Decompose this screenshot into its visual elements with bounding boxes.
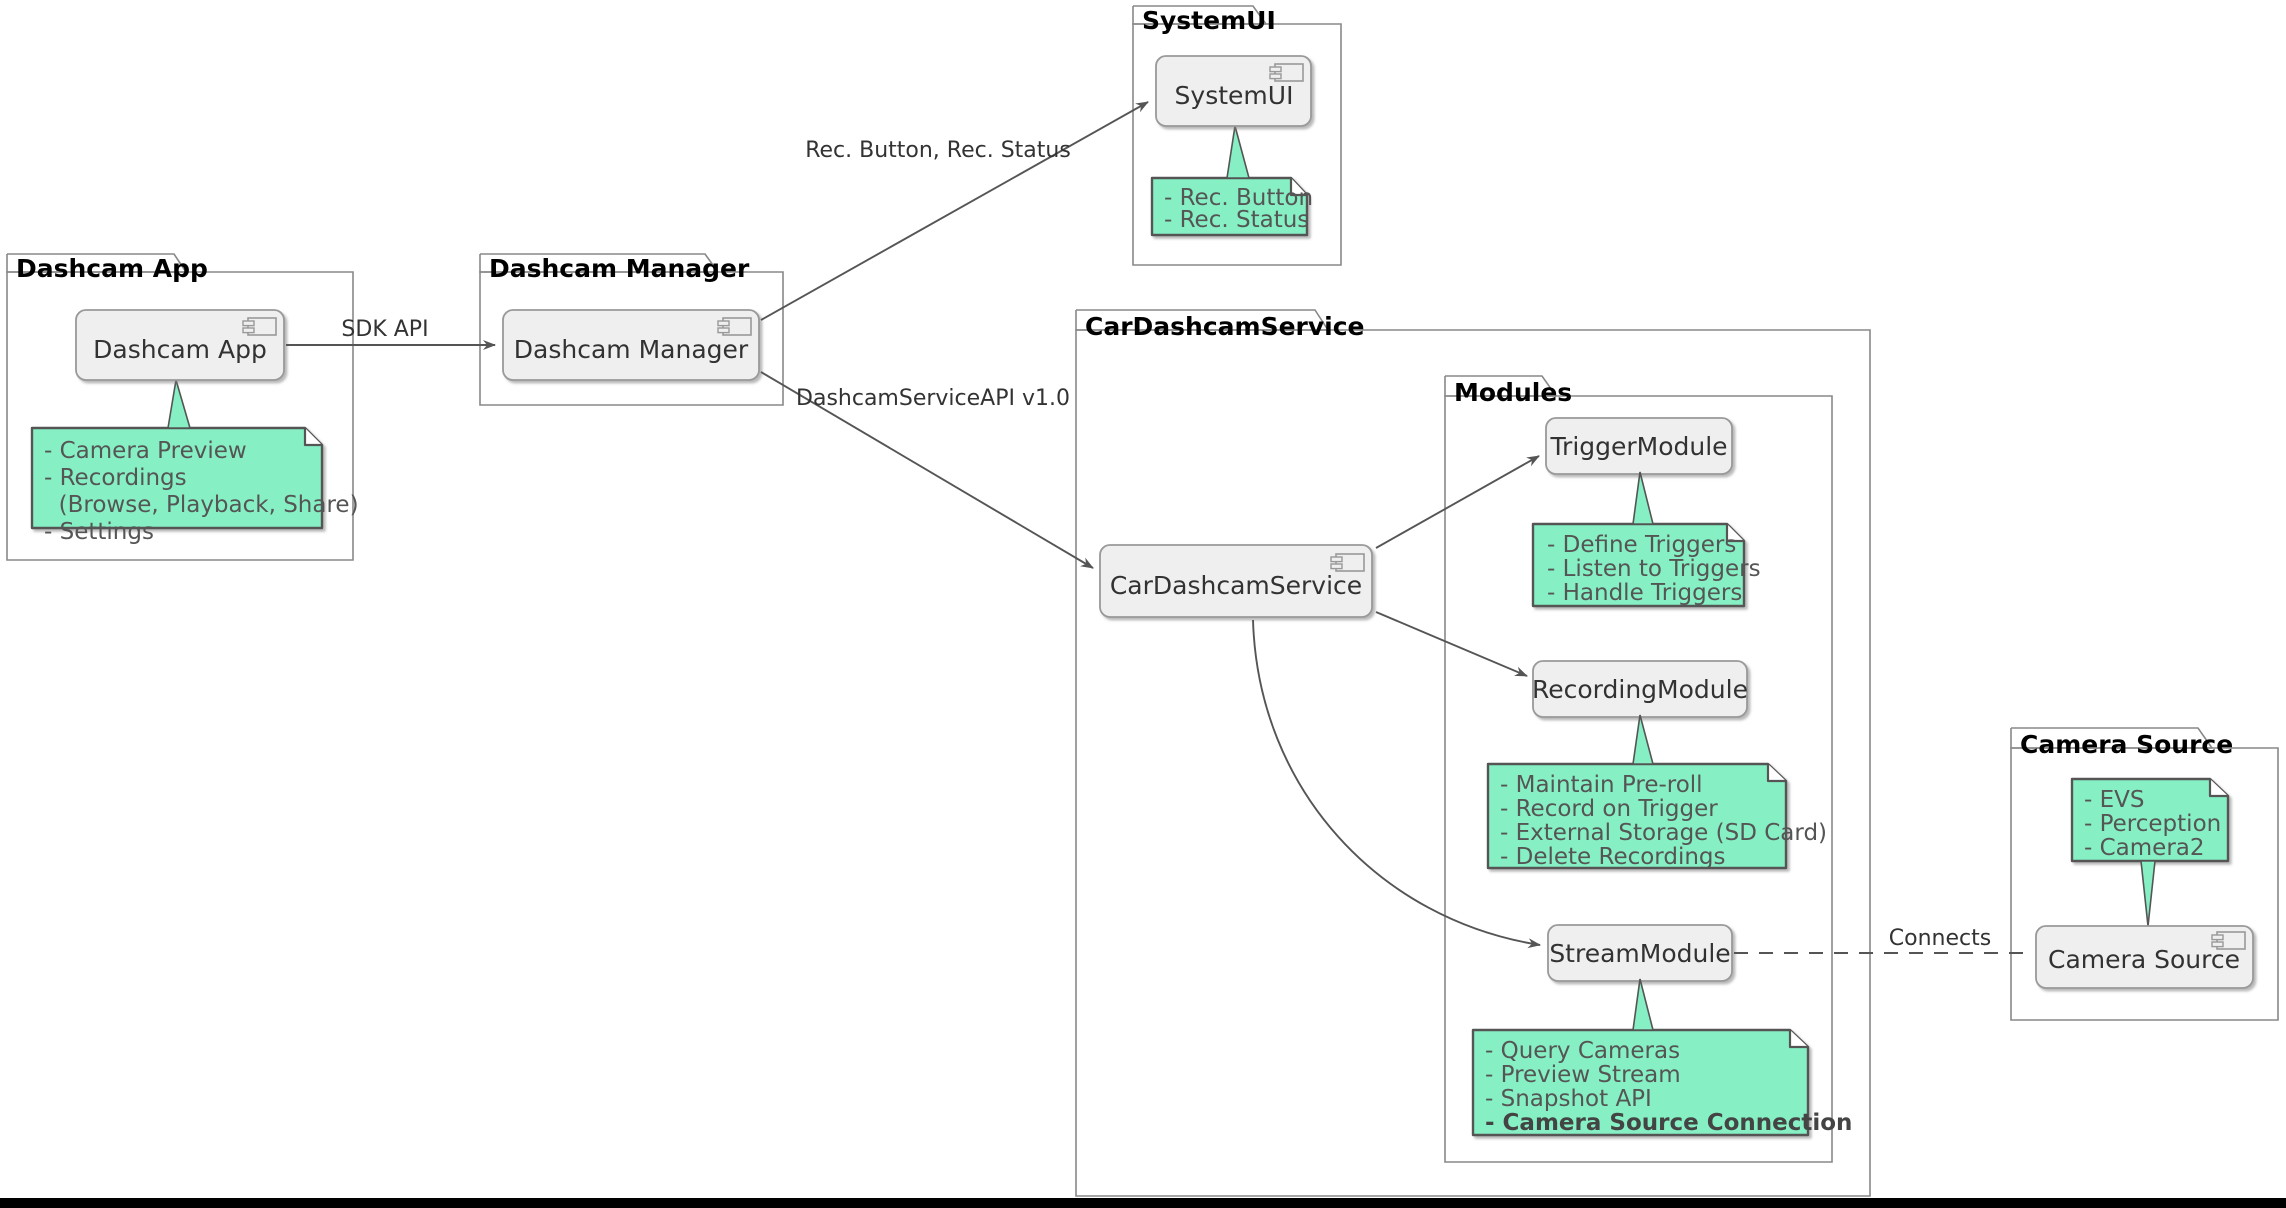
component-icon	[717, 317, 752, 336]
component-label-streammodule: StreamModule	[1549, 939, 1730, 968]
edge-label-connects: Connects	[1889, 926, 1991, 951]
note-line: - External Storage (SD Card)	[1500, 820, 1827, 846]
note-anchor-triggermodule	[1632, 471, 1655, 525]
package-title-camera-source: Camera Source	[2020, 730, 2233, 759]
note-text-systemui: - Rec. Button - Rec. Status	[1164, 185, 1313, 233]
package-title-dashcam-manager: Dashcam Manager	[489, 254, 750, 283]
component-label-triggermodule: TriggerModule	[1549, 432, 1727, 461]
component-icon	[2211, 931, 2246, 950]
edge-label-rec-button-status: Rec. Button, Rec. Status	[805, 138, 1071, 163]
package-cardashcamservice: CarDashcamService	[1075, 309, 1871, 1197]
note-line: - Camera Preview	[44, 438, 247, 464]
component-label-camera-source: Camera Source	[2048, 945, 2240, 974]
note-text-recordingmodule: - Maintain Pre-roll - Record on Trigger …	[1500, 772, 1827, 870]
component-triggermodule[interactable]: TriggerModule	[1545, 417, 1733, 475]
note-line: - Maintain Pre-roll	[1500, 772, 1703, 798]
note-anchor-streammodule	[1632, 978, 1655, 1031]
note-line: - Delete Recordings	[1500, 844, 1726, 870]
package-modules: Modules	[1444, 375, 1833, 1163]
note-anchor-camera-source	[2140, 860, 2156, 927]
edge-label-dashcamserviceapi: DashcamServiceAPI v1.0	[796, 386, 1070, 411]
component-icon	[242, 317, 277, 336]
bottom-band	[0, 1198, 2286, 1208]
component-label-systemui: SystemUI	[1175, 81, 1294, 110]
note-line: - Rec. Status	[1164, 207, 1309, 233]
note-recordingmodule	[1486, 762, 1788, 870]
note-line: - Query Cameras	[1485, 1038, 1680, 1064]
component-dashcam-manager[interactable]: Dashcam Manager	[502, 309, 760, 381]
note-anchor-systemui	[1226, 125, 1251, 179]
note-line: - Snapshot API	[1485, 1086, 1652, 1112]
note-line: - Preview Stream	[1485, 1062, 1681, 1088]
edge-dashcamserviceapi: DashcamServiceAPI v1.0	[760, 371, 1094, 569]
note-line: - Perception	[2084, 811, 2221, 837]
edge-sdk-api: SDK API	[286, 317, 496, 350]
note-text-dashcam-app-block: - Camera Preview - Recordings (Browse, P…	[44, 438, 359, 546]
component-label-dashcam-manager: Dashcam Manager	[514, 335, 749, 364]
note-line: - Define Triggers	[1547, 532, 1736, 558]
package-camera-source: Camera Source	[2010, 727, 2279, 1021]
package-title-systemui: SystemUI	[1142, 6, 1276, 35]
edge-to-triggermodule	[1375, 455, 1540, 549]
note-text-triggermodule: - Define Triggers - Listen to Triggers -…	[1547, 532, 1761, 606]
note-line: - Listen to Triggers	[1547, 556, 1761, 582]
package-dashcam-manager: Dashcam Manager	[479, 253, 784, 406]
note-line: - Recordings	[44, 465, 187, 491]
component-label-dashcam-app: Dashcam App	[93, 335, 267, 364]
component-dashcam-app[interactable]: Dashcam App	[75, 309, 285, 381]
component-streammodule[interactable]: StreamModule	[1547, 924, 1733, 982]
note-line: - Settings	[44, 519, 154, 545]
note-line: - Record on Trigger	[1500, 796, 1718, 822]
component-recordingmodule[interactable]: RecordingModule	[1532, 660, 1748, 718]
note-text-camera-source: - EVS - Perception - Camera2	[2084, 787, 2221, 861]
component-icon	[1269, 63, 1304, 82]
edge-to-streammodule	[1252, 619, 1541, 949]
package-dashcam-app: Dashcam App	[6, 253, 354, 561]
note-systemui	[1150, 176, 1309, 237]
package-title-modules: Modules	[1454, 378, 1572, 407]
package-systemui: SystemUI	[1132, 5, 1342, 266]
edge-label-sdk-api: SDK API	[341, 317, 428, 342]
package-title-dashcam-app: Dashcam App	[16, 254, 208, 283]
note-line: - Rec. Button	[1164, 185, 1313, 211]
note-line: - Camera2	[2084, 835, 2205, 861]
note-line: (Browse, Playback, Share)	[44, 492, 359, 518]
edge-to-recordingmodule	[1375, 611, 1528, 677]
note-anchor-recordingmodule	[1632, 714, 1655, 765]
note-triggermodule	[1531, 522, 1746, 608]
package-title-cardashcamservice: CarDashcamService	[1085, 312, 1365, 341]
note-text-streammodule: - Query Cameras - Preview Stream - Snaps…	[1485, 1038, 1852, 1136]
note-line: - Handle Triggers	[1547, 580, 1742, 606]
edge-connects: Connects	[1734, 926, 2034, 954]
note-streammodule	[1471, 1028, 1810, 1137]
component-label-recordingmodule: RecordingModule	[1532, 675, 1748, 704]
component-cardashcamservice[interactable]: CarDashcamService	[1099, 544, 1373, 618]
note-anchor-dashcam-app	[167, 379, 192, 429]
component-camera-source[interactable]: Camera Source	[2035, 925, 2254, 989]
edge-rec-button-status: Rec. Button, Rec. Status	[760, 101, 1149, 321]
component-systemui[interactable]: SystemUI	[1155, 55, 1312, 127]
note-camera-source	[2070, 777, 2230, 863]
note-dashcam-app	[30, 426, 324, 530]
note-line: - EVS	[2084, 787, 2144, 813]
component-label-cardashcamservice: CarDashcamService	[1110, 571, 1362, 600]
note-line-bold: - Camera Source Connection	[1485, 1110, 1852, 1136]
component-icon	[1330, 553, 1365, 572]
